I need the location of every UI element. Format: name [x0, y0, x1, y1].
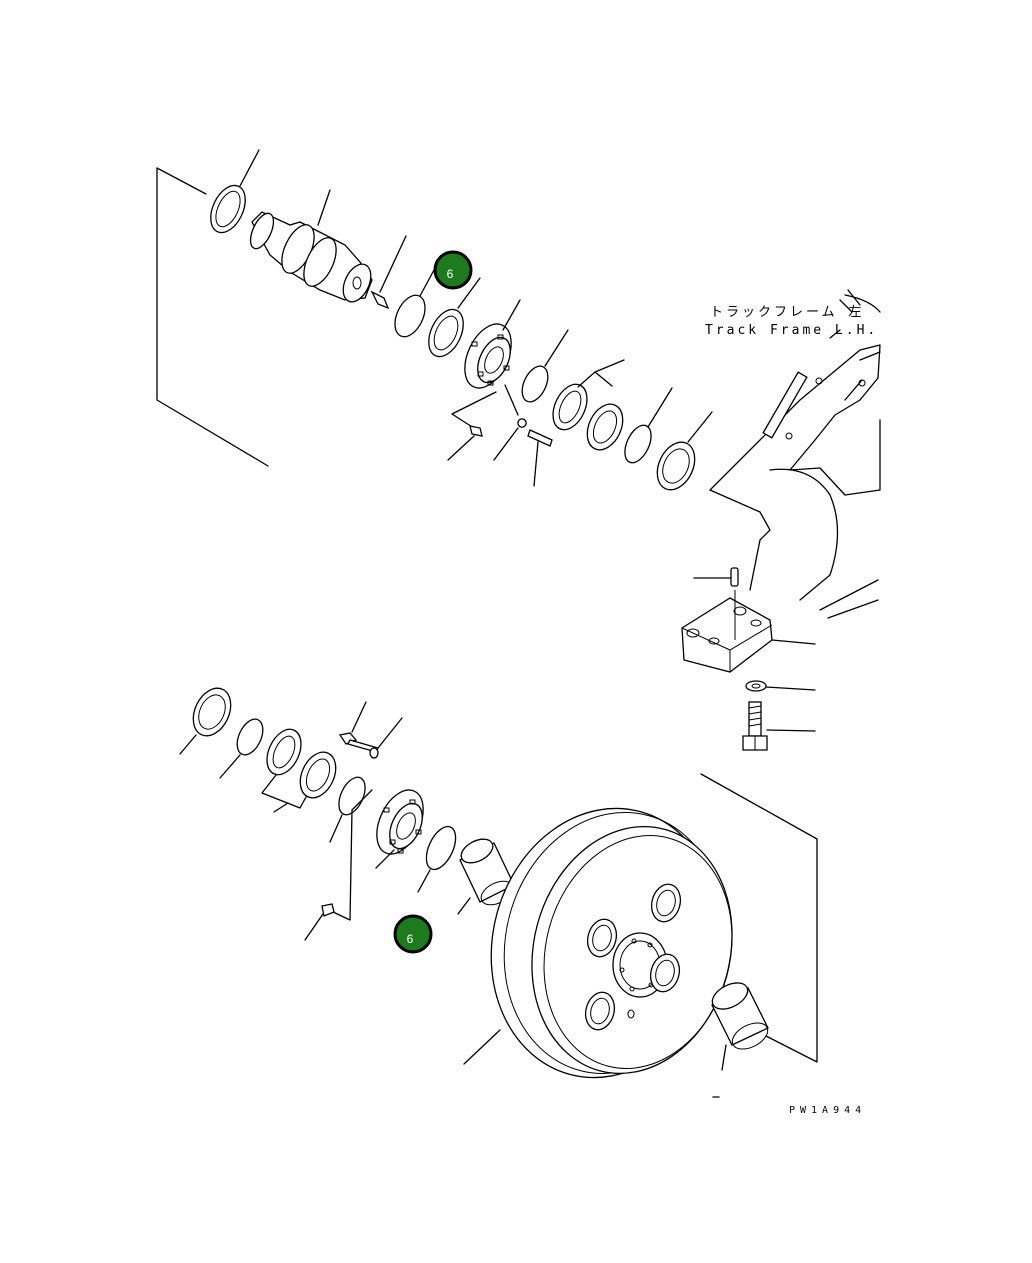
thrust-washer-upper	[210, 149, 260, 234]
bushing-pair-lower	[261, 728, 337, 813]
lower-group-bracket	[700, 773, 818, 1063]
o-ring-lower-3	[417, 825, 457, 893]
support-collar-upper	[464, 299, 521, 389]
bolt-group-upper	[447, 384, 553, 487]
callout-label: 6	[407, 932, 414, 946]
o-ring-upper	[394, 269, 435, 338]
upper-group-bracket	[156, 167, 269, 467]
idler-shaft	[249, 189, 373, 303]
bushing-lower	[457, 838, 515, 915]
seal-ring-upper	[428, 277, 481, 358]
frame-label-jp: トラックフレーム 左	[710, 305, 864, 320]
o-ring-upper-3	[624, 387, 673, 464]
seal-lower	[179, 687, 232, 755]
bushing-wheel	[711, 982, 769, 1098]
seal-upper	[656, 411, 713, 491]
bushing-pair-upper	[552, 359, 625, 451]
hex-bolt-frame	[742, 701, 816, 751]
o-ring-lower-1	[219, 718, 264, 779]
track-frame	[709, 289, 881, 619]
o-ring-lower-2	[329, 776, 366, 843]
idler-wheel	[463, 807, 733, 1079]
callout-label: 6	[447, 267, 454, 281]
o-ring-upper-2	[521, 329, 569, 403]
frame-label: トラックフレーム 左 Track Frame L.H.	[705, 305, 878, 338]
plug-lower	[304, 903, 335, 941]
dowel-pin	[693, 567, 739, 640]
drawing-code: PW1A944	[789, 1105, 866, 1116]
frame-label-en: Track Frame L.H.	[705, 323, 878, 338]
callout-circle[interactable]	[393, 914, 433, 954]
callout-6-lower[interactable]: 6	[393, 914, 433, 954]
support-collar-lower	[332, 789, 424, 921]
frame-cap-block	[681, 597, 816, 673]
plain-washer	[745, 680, 816, 692]
callout-circle[interactable]	[433, 250, 473, 290]
plug-bolt-upper	[370, 235, 407, 310]
callout-6-upper[interactable]: 6	[433, 250, 473, 290]
bolt-lower	[338, 701, 403, 759]
